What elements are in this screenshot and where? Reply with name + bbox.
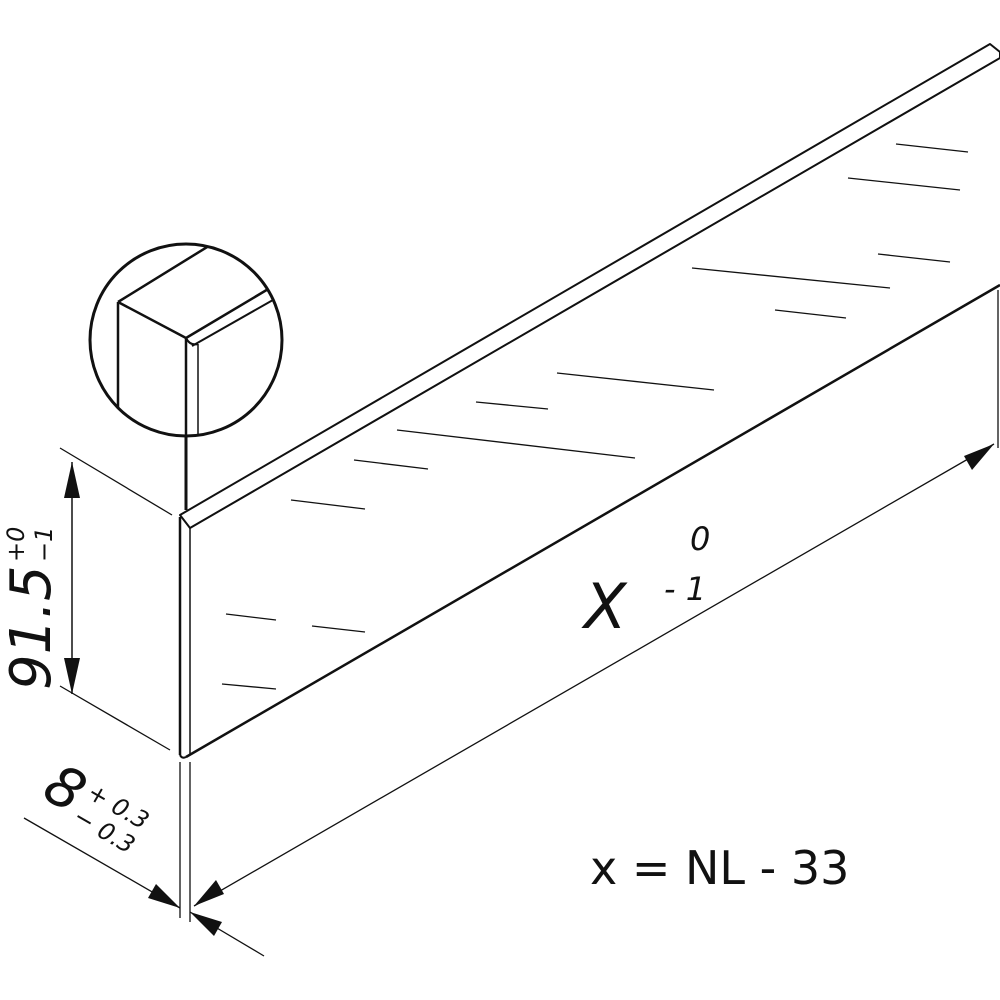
length-symbol: X bbox=[581, 570, 628, 643]
panel-top-face bbox=[179, 43, 1000, 529]
panel-top-inner-edge bbox=[189, 57, 1000, 529]
edge-detail-magnifier bbox=[88, 242, 284, 510]
panel-bottom-edge bbox=[185, 283, 1000, 759]
length-dimension-line bbox=[193, 443, 995, 907]
thickness-label: 8 + 0.3 − 0.3 bbox=[33, 752, 154, 860]
length-arrow-left bbox=[194, 880, 224, 906]
panel bbox=[178, 43, 1000, 759]
thickness-arrow-right bbox=[190, 912, 222, 936]
length-tol-upper: 0 bbox=[690, 520, 710, 558]
length-formula: x = NL - 33 bbox=[590, 841, 849, 895]
thickness-dimension bbox=[23, 762, 265, 957]
glass-hatching bbox=[221, 143, 969, 690]
height-extension-top bbox=[59, 447, 173, 516]
height-value: 91.5 bbox=[0, 565, 64, 690]
height-extension-bottom bbox=[59, 685, 171, 751]
length-tol-lower: - 1 bbox=[664, 570, 706, 608]
length-dimension bbox=[193, 290, 999, 907]
height-arrow-bottom bbox=[64, 658, 80, 694]
panel-bottom-left-corner bbox=[179, 754, 187, 759]
length-arrow-right bbox=[964, 444, 994, 470]
height-tol-upper: +0 bbox=[2, 527, 30, 562]
height-dimension bbox=[59, 447, 173, 751]
height-tol-lower: −1 bbox=[30, 527, 58, 562]
height-arrow-top bbox=[64, 462, 80, 498]
length-label: X 0 - 1 bbox=[581, 520, 710, 643]
thickness-arrow-left bbox=[148, 884, 180, 908]
height-label: 91.5 +0 −1 bbox=[0, 527, 64, 690]
